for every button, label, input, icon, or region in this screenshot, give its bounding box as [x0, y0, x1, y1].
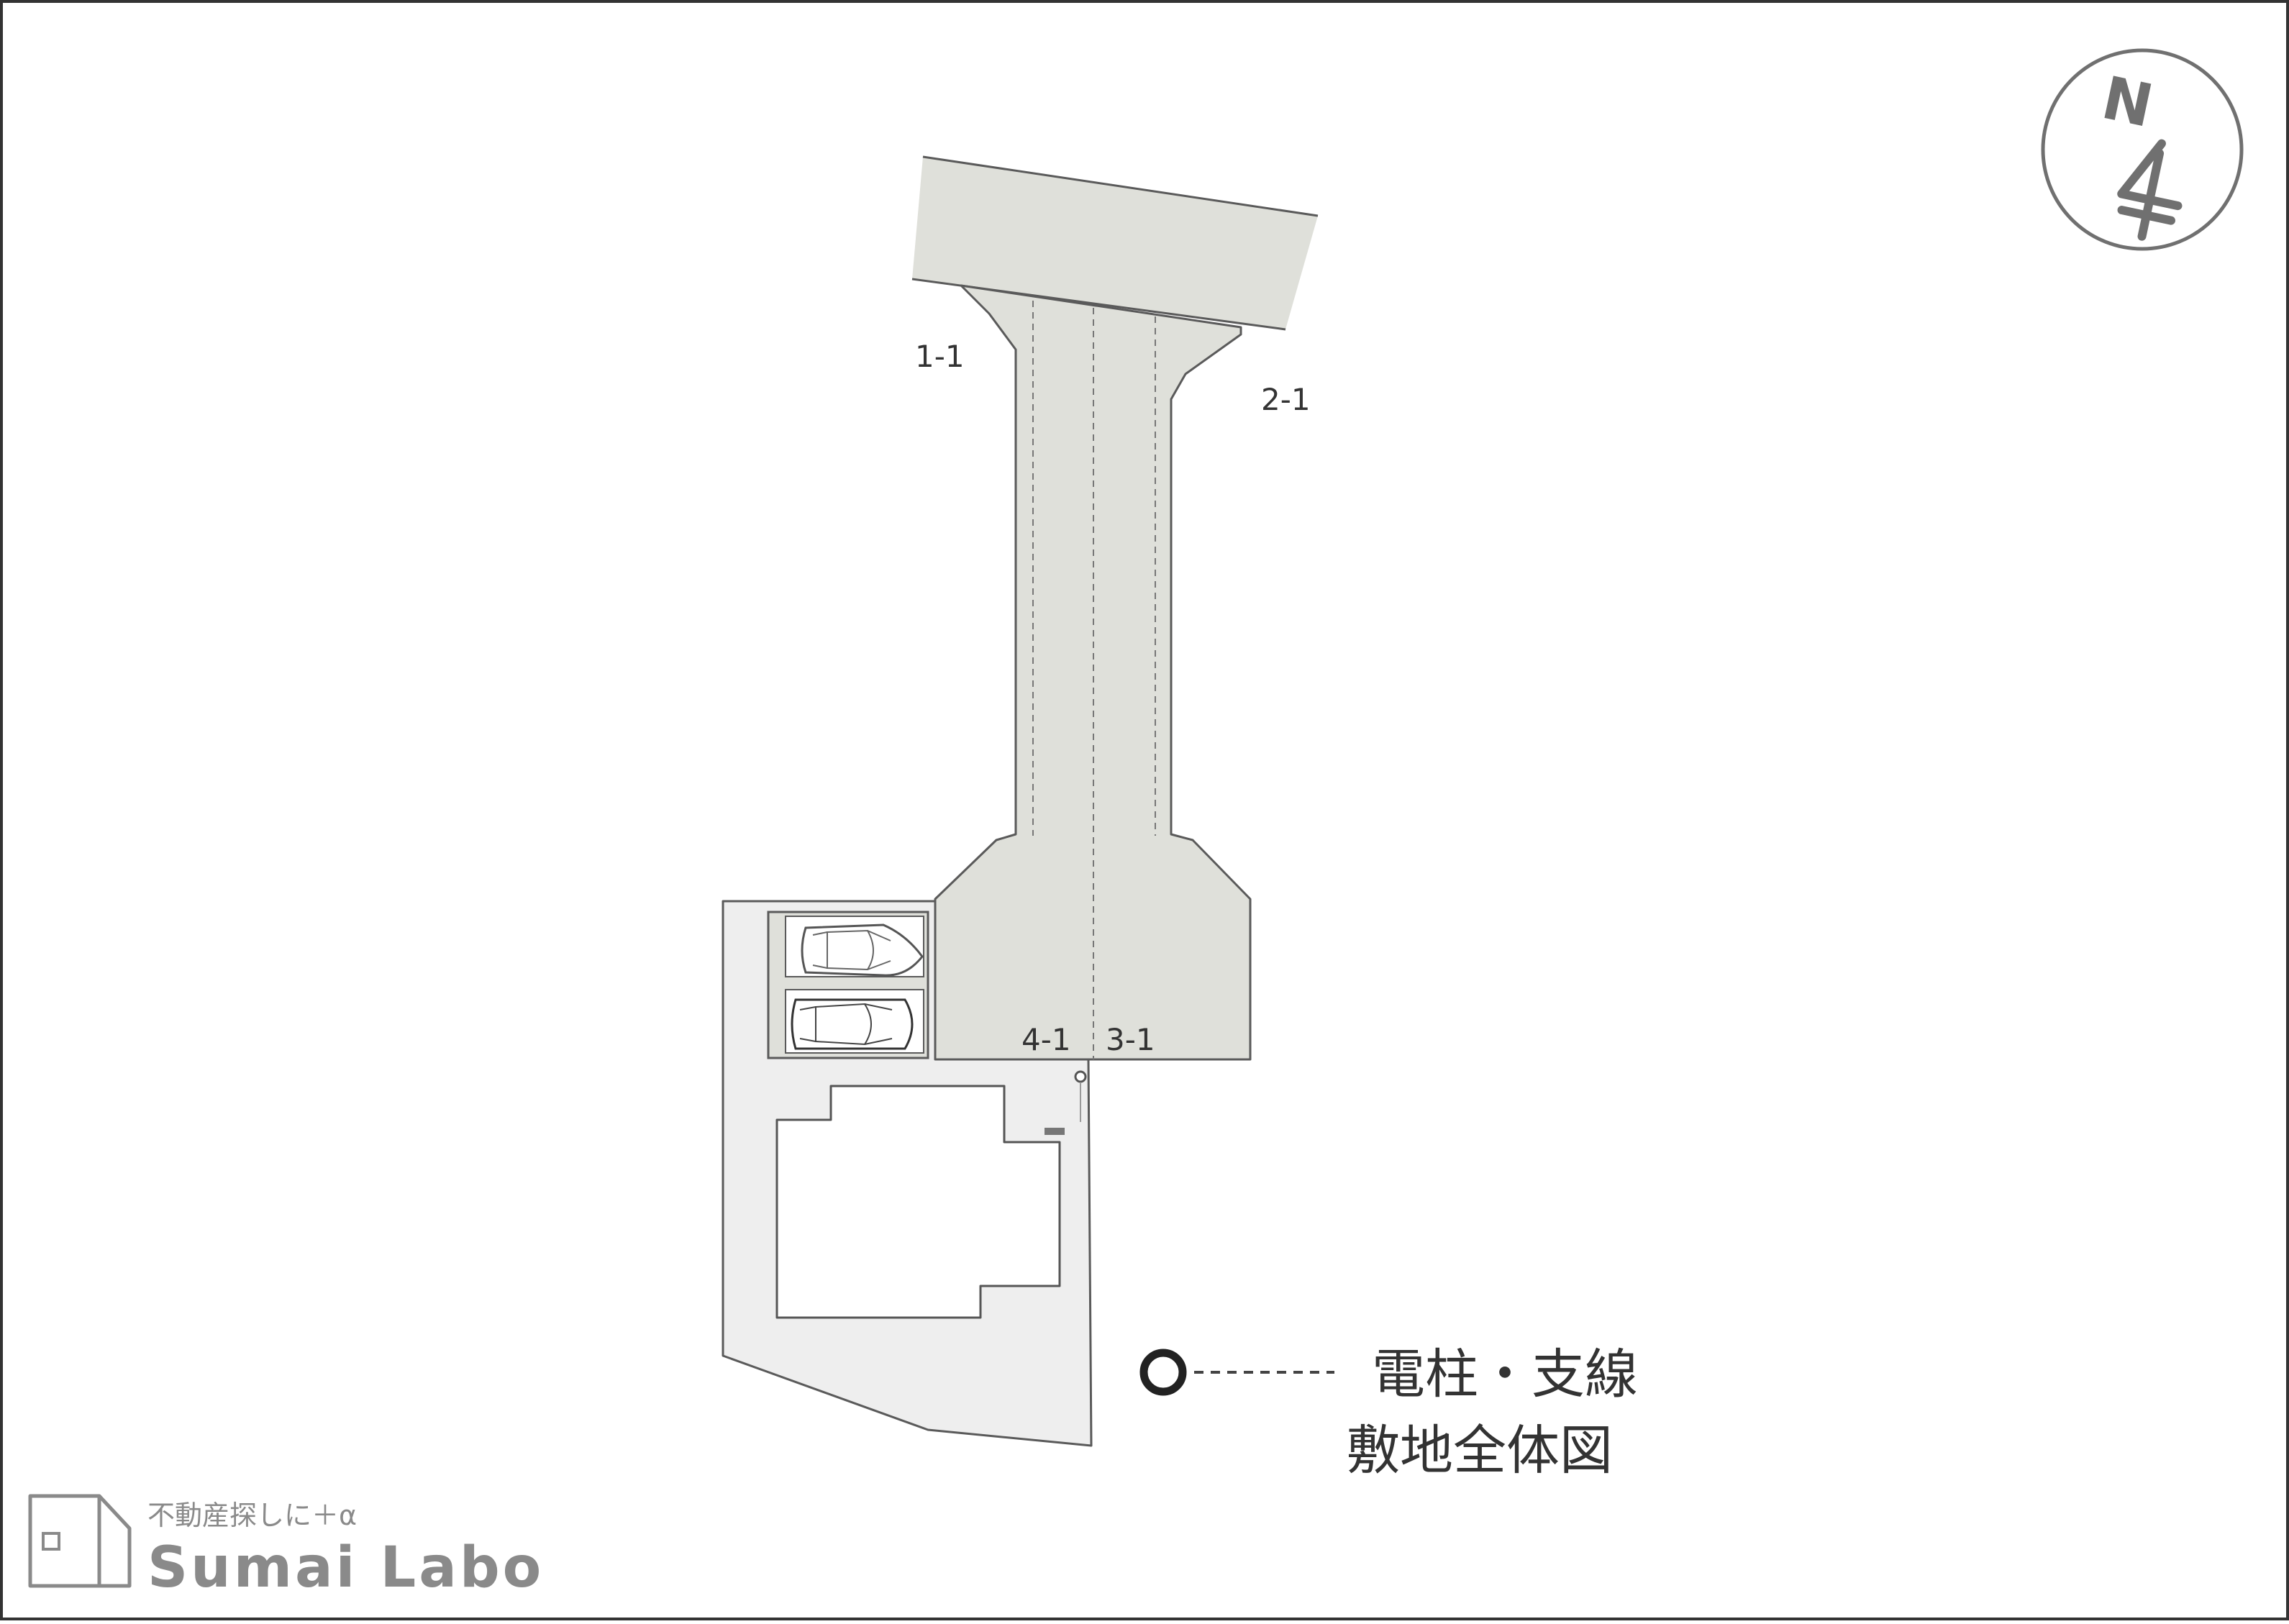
lot-label-2-1: 2-1: [1261, 382, 1311, 417]
compass-circle: [2041, 48, 2244, 251]
car-icon: [791, 998, 914, 1050]
meter-marker: [1045, 1128, 1065, 1135]
lot-label-3-1: 3-1: [1106, 1022, 1155, 1057]
car-icon: [801, 923, 924, 977]
lot-label-4-1: 4-1: [1021, 1022, 1071, 1057]
house-window-icon: [42, 1532, 60, 1551]
legend-title: 敷地全体図: [1347, 1420, 1613, 1482]
legend-pole-label: 電柱・支線: [1372, 1344, 1638, 1405]
brand-name: Sumai Labo: [147, 1536, 544, 1600]
access-road: [934, 284, 1252, 1061]
north-compass: N: [2041, 48, 2244, 251]
brand-tagline: 不動産探しに＋α: [147, 1500, 357, 1531]
main-road: [912, 157, 1318, 329]
utility-pole-marker: [1074, 1070, 1087, 1083]
north-arrow-icon: [2117, 139, 2183, 241]
main-road-edge-top: [922, 155, 1319, 217]
legend: 電柱・支線 敷地全体図: [1139, 1344, 1638, 1482]
lot-label-1-1: 1-1: [915, 339, 965, 374]
legend-pole-icon: [1139, 1349, 1187, 1396]
brand-logo: 不動産探しに＋α Sumai Labo: [28, 1494, 544, 1600]
building-footprint: [775, 1085, 1061, 1319]
